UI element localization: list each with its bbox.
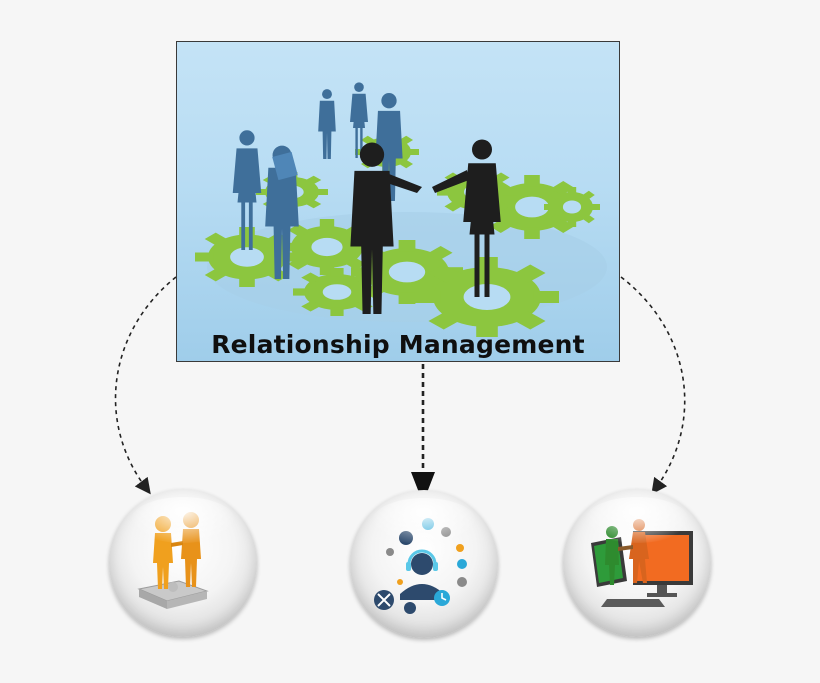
two-people-on-puzzle-icon	[137, 512, 209, 609]
business-handshake-gears-icon	[195, 82, 607, 337]
support-sphere	[350, 490, 498, 638]
online-sphere	[563, 489, 711, 637]
diagram-title: Relationship Management	[211, 330, 585, 359]
connector-left	[114, 276, 177, 495]
connector-right	[620, 276, 686, 495]
customer-support-headset-icon	[374, 518, 467, 614]
online-handshake-monitor-icon	[591, 519, 693, 607]
partners-sphere	[109, 489, 257, 637]
hero-picture: Relationship Management	[176, 41, 620, 362]
